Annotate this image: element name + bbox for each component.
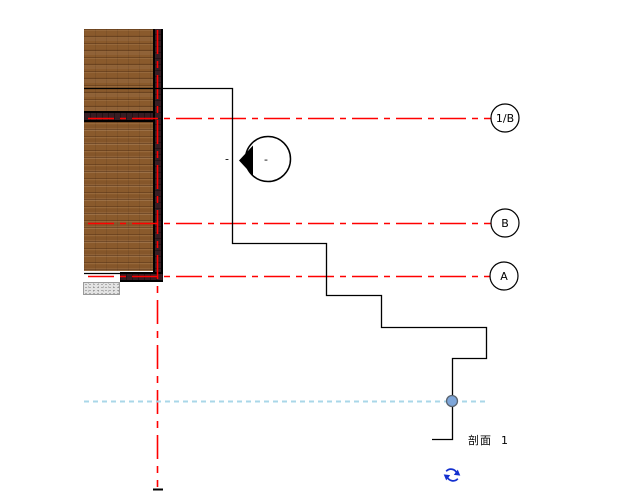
brick-wall-upper[interactable] <box>84 29 153 111</box>
callout-arrow-icon <box>239 145 253 176</box>
grid-bubble-1B[interactable]: 1/B <box>490 103 520 133</box>
wall-membrane-band-horizontal[interactable] <box>84 111 163 122</box>
grid-bubble-B-label: B <box>501 217 509 230</box>
grid-bubble-A[interactable]: A <box>489 261 519 291</box>
callout-detail-number: - <box>264 153 268 166</box>
section-drag-grip-dot[interactable] <box>445 394 459 408</box>
grid-bubble-A-label: A <box>500 270 508 283</box>
rotate-icon[interactable] <box>443 468 461 482</box>
callout-reference-dash: - <box>225 153 229 166</box>
section-name-label[interactable]: 剖面 1 <box>468 434 509 447</box>
concrete-sill-block[interactable] <box>83 282 120 295</box>
grid-bubble-1B-label: 1/B <box>496 112 514 125</box>
elevation-callout-marker[interactable]: - - <box>225 135 292 183</box>
grid-bubble-B[interactable]: B <box>490 208 520 238</box>
section-step-boundary-line[interactable] <box>84 87 488 441</box>
brick-wall-lower[interactable] <box>84 122 153 271</box>
